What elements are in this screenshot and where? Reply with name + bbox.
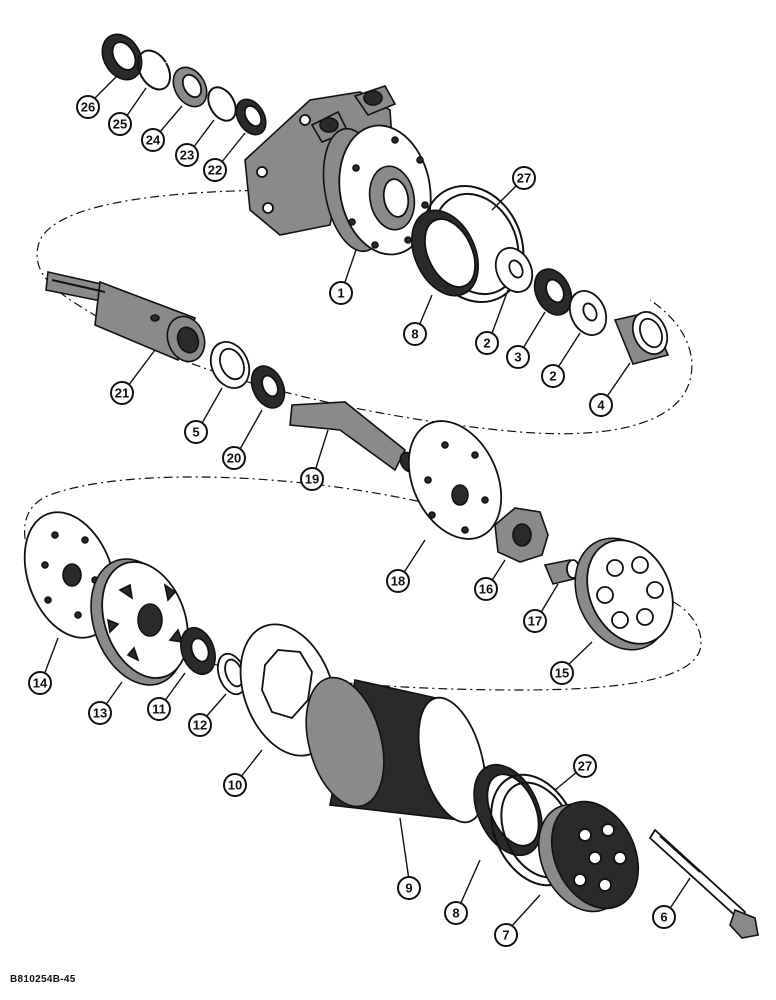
part-seal-8-lower: [473, 763, 543, 857]
svg-text:2: 2: [483, 336, 490, 351]
svg-text:24: 24: [146, 133, 161, 148]
svg-text:23: 23: [180, 148, 194, 163]
callout-8-upper: 8: [403, 322, 427, 346]
part-washer-2b: [568, 290, 608, 336]
part-seal-22: [235, 98, 267, 136]
svg-text:26: 26: [81, 100, 95, 115]
svg-text:5: 5: [192, 425, 199, 440]
svg-text:1: 1: [337, 286, 344, 301]
part-bearing-3: [533, 268, 573, 316]
svg-text:20: 20: [227, 451, 241, 466]
part-pin-17: [543, 559, 580, 585]
part-drive-19: [289, 401, 417, 473]
svg-text:14: 14: [33, 676, 48, 691]
svg-text:4: 4: [597, 398, 605, 413]
svg-text:3: 3: [514, 350, 521, 365]
svg-text:25: 25: [113, 117, 127, 132]
svg-text:2: 2: [549, 369, 556, 384]
callout-11: 11: [147, 697, 171, 721]
callout-17: 17: [523, 609, 547, 633]
callout-27-lower: 27: [573, 754, 597, 778]
part-ring-5: [209, 341, 251, 389]
svg-text:22: 22: [208, 163, 222, 178]
svg-text:6: 6: [660, 910, 667, 925]
part-sleeve-9: [305, 676, 487, 824]
svg-text:11: 11: [152, 702, 166, 717]
part-bearing-11: [180, 626, 216, 676]
svg-text:8: 8: [411, 327, 418, 342]
callout-8-lower: 8: [444, 901, 468, 925]
callout-2-second: 2: [541, 364, 565, 388]
svg-text:12: 12: [193, 718, 207, 733]
part-washer-2a: [494, 247, 534, 293]
callout-9: 9: [397, 876, 421, 900]
part-commutator-13: [90, 558, 189, 686]
callout-14: 14: [28, 671, 52, 695]
part-ring-24: [172, 66, 208, 108]
callout-15: 15: [550, 661, 574, 685]
callout-10: 10: [223, 773, 247, 797]
callout-4: 4: [589, 393, 613, 417]
part-seal-8-upper: [411, 209, 479, 297]
callout-21: 21: [110, 381, 134, 405]
svg-text:19: 19: [305, 472, 319, 487]
callout-19: 19: [300, 467, 324, 491]
svg-text:13: 13: [93, 706, 107, 721]
assembly-line-upper: [36, 189, 693, 435]
part-bolt-6: [648, 828, 759, 939]
part-plate-18: [407, 420, 503, 540]
callout-24: 24: [141, 128, 165, 152]
callout-6: 6: [652, 905, 676, 929]
part-seal-26: [101, 33, 143, 81]
assembly-line-lower: [24, 476, 702, 691]
part-plate-15: [574, 537, 674, 651]
figure-code: B810254B-45: [10, 974, 76, 985]
svg-text:21: 21: [115, 386, 129, 401]
svg-text:18: 18: [391, 574, 405, 589]
callout-7: 7: [494, 923, 518, 947]
callout-25: 25: [108, 112, 132, 136]
svg-text:16: 16: [479, 582, 493, 597]
svg-text:15: 15: [555, 666, 569, 681]
part-rotor-16: [494, 507, 549, 563]
svg-text:8: 8: [452, 906, 459, 921]
callout-13: 13: [88, 701, 112, 725]
callout-18: 18: [386, 569, 410, 593]
part-shaft-21: [45, 271, 206, 363]
callout-27-upper: 27: [512, 166, 536, 190]
svg-text:27: 27: [578, 759, 592, 774]
leader-lines: [43, 74, 691, 929]
callout-2-first: 2: [475, 331, 499, 355]
callout-1: 1: [329, 281, 353, 305]
part-ring-12: [216, 652, 248, 696]
svg-text:17: 17: [528, 614, 542, 629]
callout-3: 3: [506, 345, 530, 369]
callout-12: 12: [188, 713, 212, 737]
callout-20: 20: [222, 446, 246, 470]
part-bushing-4: [613, 311, 670, 365]
part-housing-1: [244, 85, 432, 256]
callout-22: 22: [203, 158, 227, 182]
callout-23: 23: [175, 143, 199, 167]
part-end-cap-7: [537, 800, 640, 913]
callout-16: 16: [474, 577, 498, 601]
svg-text:9: 9: [405, 881, 412, 896]
part-bearing-20: [250, 365, 286, 409]
part-o-ring-23: [207, 86, 237, 122]
svg-text:10: 10: [228, 778, 242, 793]
part-snap-ring-25: [136, 49, 172, 91]
callout-26: 26: [76, 95, 100, 119]
callout-5: 5: [184, 420, 208, 444]
svg-text:27: 27: [517, 171, 531, 186]
svg-text:7: 7: [502, 928, 509, 943]
